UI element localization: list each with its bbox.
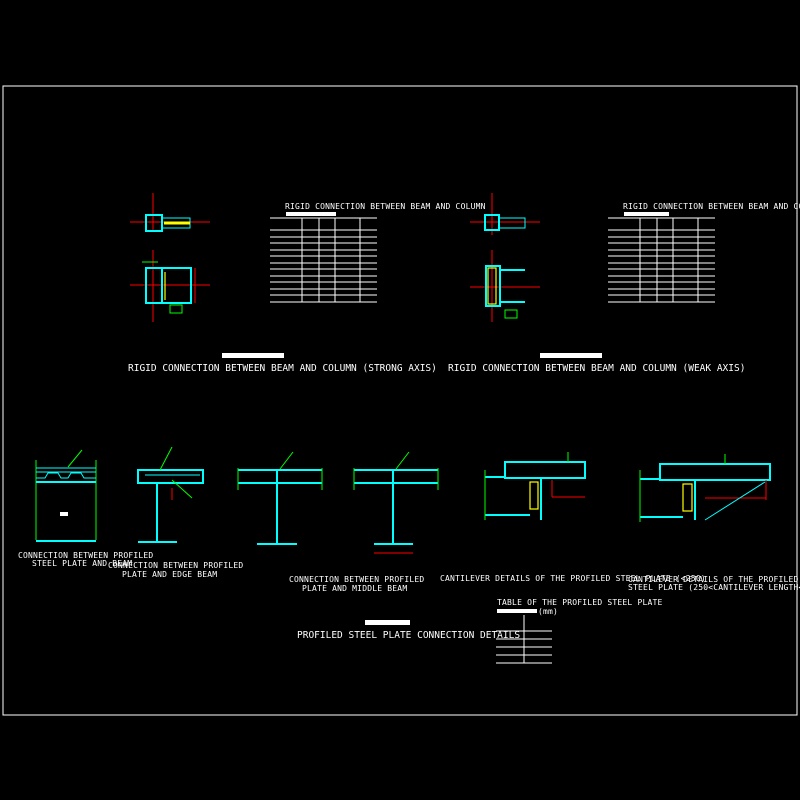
plate-table-unit: (mm) xyxy=(538,607,558,616)
sheet-chinese-title xyxy=(365,620,410,625)
middle-beam-title-2: PLATE AND MIDDLE BEAM xyxy=(302,584,407,593)
middle-beam-detail xyxy=(237,451,323,545)
cantilever-short-detail xyxy=(484,452,586,520)
strong-axis-table-title: RIGID CONNECTION BETWEEN BEAM AND COLUMN xyxy=(285,202,486,211)
weak-axis-table: RIGID CONNECTION BETWEEN BEAM AND COLUMN xyxy=(608,202,800,303)
weak-axis-table-title: RIGID CONNECTION BETWEEN BEAM AND COLUMN xyxy=(623,202,800,211)
weak-axis-detail xyxy=(470,193,540,322)
sheet-title: PROFILED STEEL PLATE CONNECTION DETAILS xyxy=(297,630,520,641)
cantilever-long-detail xyxy=(639,454,771,522)
strong-axis-title: RIGID CONNECTION BETWEEN BEAM AND COLUMN… xyxy=(128,363,437,374)
plate-beam-title-2: STEEL PLATE AND BEAM xyxy=(32,559,132,568)
cantilever-long-title-2: STEEL PLATE (250<CANTILEVER LENGTH<360) xyxy=(628,583,800,592)
middle-beam-title-1: CONNECTION BETWEEN PROFILED xyxy=(289,575,424,584)
profiled-plate-table: TABLE OF THE PROFILED STEEL PLATE (mm) xyxy=(496,598,663,664)
middle-beam-detail-2 xyxy=(353,451,439,554)
plate-table-title: TABLE OF THE PROFILED STEEL PLATE xyxy=(497,598,663,607)
plate-beam-detail xyxy=(35,449,97,542)
sheet-border xyxy=(2,85,798,716)
edge-beam-title-1: CONNECTION BETWEEN PROFILED xyxy=(108,561,243,570)
edge-beam-title-2: PLATE AND EDGE BEAM xyxy=(122,570,217,579)
strong-axis-table: RIGID CONNECTION BETWEEN BEAM AND COLUMN xyxy=(270,202,486,303)
plate-beam-title-1: CONNECTION BETWEEN PROFILED xyxy=(18,551,153,560)
cantilever-short-title: CANTILEVER DETAILS OF THE PROFILED STEEL… xyxy=(440,574,706,583)
weak-axis-chinese-title xyxy=(540,353,602,358)
strong-axis-chinese-title xyxy=(222,353,284,358)
strong-axis-detail xyxy=(130,193,210,322)
weak-axis-title: RIGID CONNECTION BETWEEN BEAM AND COLUMN… xyxy=(448,363,745,374)
edge-beam-detail xyxy=(137,446,204,543)
cantilever-long-title-1: CANTILEVER DETAILS OF THE PROFILED xyxy=(628,575,799,584)
